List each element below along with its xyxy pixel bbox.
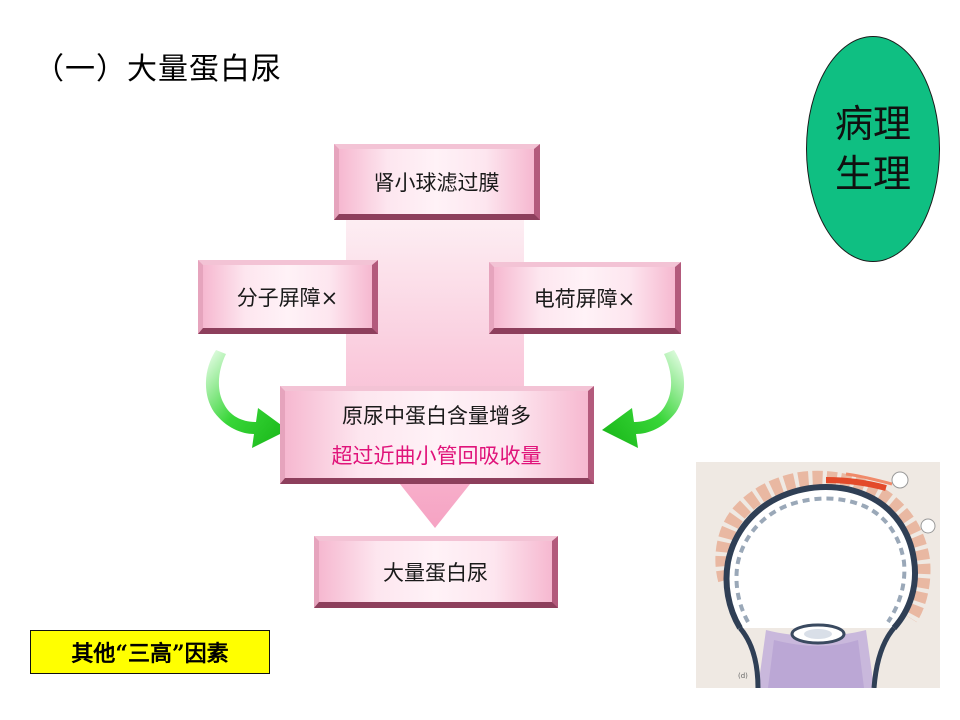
curved-arrow-left-icon — [205, 350, 288, 448]
glomerulus-illustration: (d) — [696, 462, 940, 688]
slide-title: （一）大量蛋白尿 — [34, 52, 282, 87]
box-left-label: 分子屏障× — [236, 285, 339, 310]
glomerulus-diagram: (d) — [696, 462, 940, 688]
box-protein-increase: 原尿中蛋白含量增多 超过近曲小管回吸收量 — [280, 386, 594, 484]
box-size-barrier: 分子屏障× — [198, 260, 378, 334]
pathophysiology-badge: 病理 生理 — [806, 36, 940, 262]
badge-line-2: 生理 — [834, 152, 911, 196]
badge-line-1: 病理 — [834, 102, 911, 146]
curved-arrow-right-icon — [602, 350, 685, 448]
box-charge-barrier: 电荷屏障× — [489, 262, 681, 334]
box-top-label: 肾小球滤过膜 — [373, 170, 500, 195]
box-middle-line1: 原尿中蛋白含量增多 — [342, 403, 531, 428]
diagram-panel-label: (d) — [738, 672, 748, 680]
other-factors-note: 其他“三高”因素 — [30, 630, 270, 674]
box-right-label: 电荷屏障× — [533, 286, 636, 311]
box-middle-line2: 超过近曲小管回吸收量 — [331, 443, 542, 468]
box-bottom-label: 大量蛋白尿 — [383, 560, 488, 585]
box-massive-proteinuria: 大量蛋白尿 — [314, 536, 558, 608]
box-glomerular-membrane: 肾小球滤过膜 — [334, 144, 540, 220]
